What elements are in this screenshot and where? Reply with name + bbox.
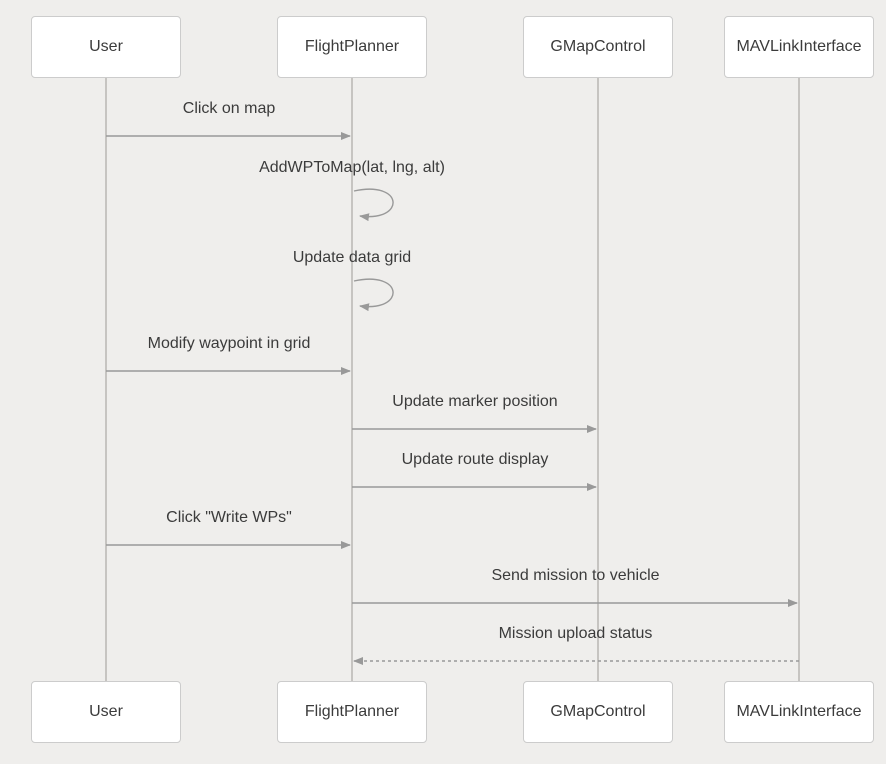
participant-label: MAVLinkInterface	[736, 703, 862, 720]
participant-box-gmapcontrol-bottom: GMapControl	[523, 681, 673, 743]
message-label: AddWPToMap(lat, lng, alt)	[259, 159, 445, 176]
participant-label: User	[89, 703, 123, 720]
participant-label: GMapControl	[550, 703, 646, 720]
message-label: Modify waypoint in grid	[147, 335, 311, 352]
message-label: Update marker position	[392, 393, 558, 410]
participant-label: FlightPlanner	[304, 703, 400, 720]
lifelines-group	[105, 78, 800, 682]
participant-box-mavlinkinterface-bottom: MAVLinkInterface	[724, 681, 874, 743]
participant-box-user-top: User	[31, 16, 181, 78]
participant-box-flightplanner-bottom: FlightPlanner	[277, 681, 427, 743]
message-label: Click "Write WPs"	[166, 509, 292, 526]
self-message-arrow	[353, 278, 394, 312]
participant-label: User	[89, 38, 123, 55]
message-label: Send mission to vehicle	[491, 567, 660, 584]
message-label: Update route display	[401, 451, 549, 468]
participant-box-flightplanner-top: FlightPlanner	[277, 16, 427, 78]
message-arrows-group	[106, 132, 799, 665]
message-label: Click on map	[182, 100, 276, 117]
participant-box-gmapcontrol-top: GMapControl	[523, 16, 673, 78]
participant-box-user-bottom: User	[31, 681, 181, 743]
participant-label: MAVLinkInterface	[736, 38, 862, 55]
participant-label: FlightPlanner	[304, 38, 400, 55]
self-message-arrow	[353, 188, 394, 222]
participant-box-mavlinkinterface-top: MAVLinkInterface	[724, 16, 874, 78]
message-label: Mission upload status	[498, 625, 653, 642]
participant-label: GMapControl	[550, 38, 646, 55]
message-label: Update data grid	[292, 249, 412, 266]
